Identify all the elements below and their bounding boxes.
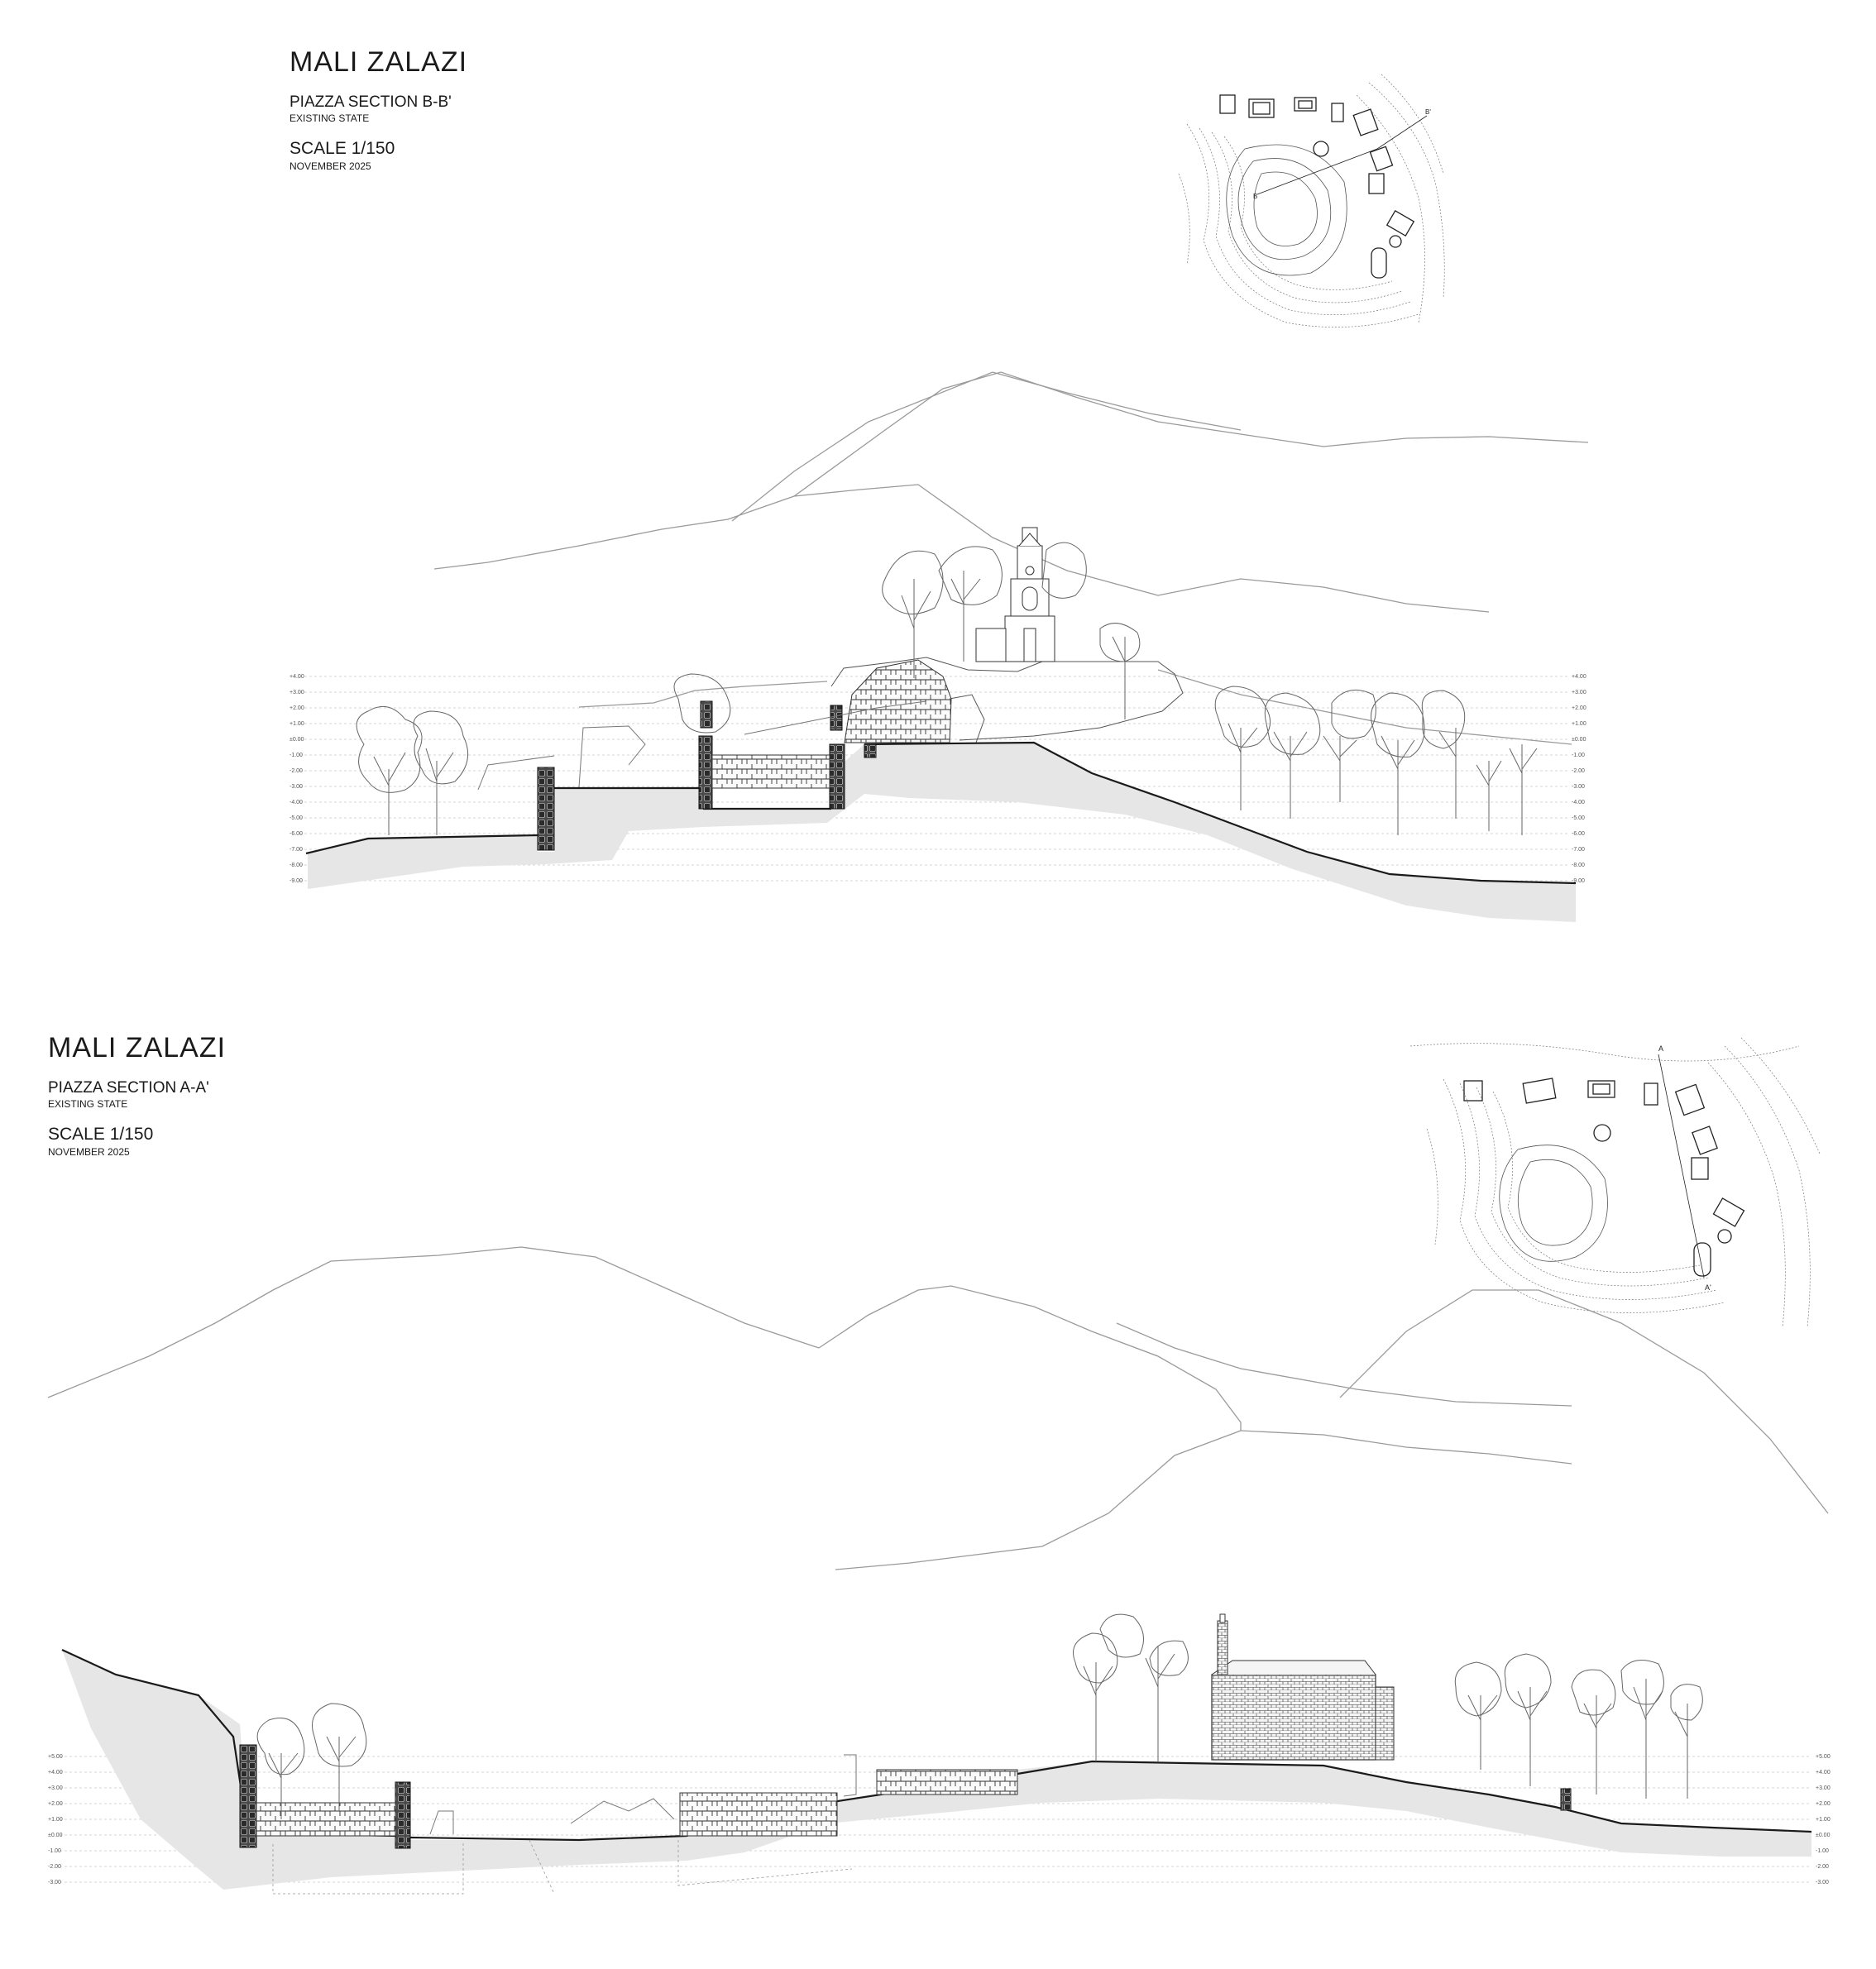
- level-label: +1.00: [48, 1817, 63, 1823]
- section-title: PIAZZA SECTION A-A': [48, 1079, 209, 1097]
- level-label: +3.00: [290, 690, 304, 695]
- stone-wall-elevation: [711, 754, 830, 789]
- level-label: -2.00: [48, 1864, 61, 1870]
- level-label: +3.00: [1816, 1785, 1831, 1791]
- section-title: PIAZZA SECTION B-B': [290, 93, 452, 111]
- drawing-state: EXISTING STATE: [48, 1098, 128, 1110]
- stone-building-elevation: [1211, 1613, 1395, 1761]
- level-label: -3.00: [48, 1880, 61, 1885]
- church-elevation: [975, 527, 1055, 662]
- level-label: -8.00: [290, 863, 303, 868]
- level-label: -8.00: [1572, 863, 1585, 868]
- level-label: +2.00: [290, 705, 304, 711]
- level-label: -2.00: [1816, 1864, 1829, 1870]
- retaining-wall: [239, 1744, 257, 1848]
- retaining-wall: [700, 700, 713, 729]
- level-labels-left-a: +5.00 +4.00 +3.00 +2.00 +1.00 ±0.00 -1.0…: [48, 1754, 63, 1885]
- level-label: -5.00: [290, 815, 303, 821]
- level-labels-right-b: +4.00 +3.00 +2.00 +1.00 ±0.00 -1.00 -2.0…: [1572, 674, 1586, 884]
- section-b-drawing: +4.00 +3.00 +2.00 +1.00 ±0.00 -1.00 -2.0…: [290, 371, 1589, 922]
- level-label: -6.00: [290, 831, 303, 837]
- retaining-wall: [395, 1781, 411, 1849]
- drawing-scale: SCALE 1/150: [48, 1125, 154, 1144]
- level-label: -3.00: [290, 784, 303, 790]
- level-label: -5.00: [1572, 815, 1585, 821]
- level-label: +4.00: [290, 674, 304, 680]
- retaining-wall: [830, 705, 843, 731]
- project-title: MALI ZALAZI: [48, 1032, 227, 1063]
- drawing-scale: SCALE 1/150: [290, 139, 395, 158]
- level-label: -1.00: [290, 753, 303, 758]
- level-label: ±0.00: [48, 1833, 63, 1838]
- stone-wall-elevation: [256, 1802, 396, 1837]
- level-label: -7.00: [1572, 847, 1585, 853]
- ground-profile-b: [305, 741, 1577, 885]
- section-a-drawing: +5.00 +4.00 +3.00 +2.00 +1.00 ±0.00 -1.0…: [47, 1246, 1831, 1895]
- level-label: +1.00: [1572, 721, 1586, 727]
- level-label: +4.00: [1816, 1770, 1831, 1775]
- level-label: -2.00: [290, 768, 303, 774]
- ground-mass-b: [308, 743, 1576, 922]
- level-label: +1.00: [290, 721, 304, 727]
- level-label: -9.00: [290, 878, 303, 884]
- retaining-wall: [829, 743, 845, 810]
- level-label: -1.00: [1816, 1848, 1829, 1854]
- title-block-section-a: MALI ZALAZI PIAZZA SECTION A-A' EXISTING…: [48, 1034, 226, 1157]
- mountain-silhouette-b: [433, 371, 1589, 745]
- trees-a: [256, 1613, 1703, 1819]
- svg-text:B: B: [1253, 193, 1257, 200]
- level-label: ±0.00: [1572, 737, 1586, 743]
- stone-ruin-elevation: [844, 659, 952, 743]
- ground-mass-a: [62, 1650, 1811, 1890]
- level-label: +2.00: [1816, 1801, 1831, 1807]
- level-label: -2.00: [1572, 768, 1585, 774]
- level-label: +3.00: [48, 1785, 63, 1791]
- level-label: +2.00: [1572, 705, 1586, 711]
- retaining-wall: [698, 735, 713, 810]
- level-label: -1.00: [48, 1848, 61, 1854]
- level-label: -6.00: [1572, 831, 1585, 837]
- level-label: -4.00: [290, 800, 303, 805]
- level-label: +3.00: [1572, 690, 1586, 695]
- level-label: +5.00: [48, 1754, 63, 1760]
- svg-text:A: A: [1658, 1044, 1663, 1053]
- level-label: ±0.00: [290, 737, 304, 743]
- key-plan-section-b: B B': [1178, 74, 1445, 327]
- trees-b: [356, 542, 1538, 835]
- drawing-date: NOVEMBER 2025: [48, 1146, 130, 1158]
- retaining-wall: [537, 767, 555, 851]
- level-label: -4.00: [1572, 800, 1585, 805]
- level-labels-left-b: +4.00 +3.00 +2.00 +1.00 ±0.00 -1.00 -2.0…: [290, 674, 304, 884]
- level-labels-right-a: +5.00 +4.00 +3.00 +2.00 +1.00 ±0.00 -1.0…: [1816, 1754, 1831, 1885]
- level-label: -1.00: [1572, 753, 1585, 758]
- level-label: +2.00: [48, 1801, 63, 1807]
- svg-text:A': A': [1705, 1283, 1711, 1292]
- stone-wall-elevation: [679, 1792, 838, 1837]
- key-plan-section-a: A A': [1410, 1037, 1821, 1328]
- level-label: +4.00: [1572, 674, 1586, 680]
- level-label: -3.00: [1816, 1880, 1829, 1885]
- mountain-silhouette-a: [47, 1246, 1829, 1570]
- drawing-state: EXISTING STATE: [290, 112, 370, 124]
- level-label: -3.00: [1572, 784, 1585, 790]
- level-label: +4.00: [48, 1770, 63, 1775]
- project-title: MALI ZALAZI: [290, 46, 468, 78]
- level-label: ±0.00: [1816, 1833, 1831, 1838]
- stone-wall-elevation: [876, 1769, 1018, 1795]
- retaining-wall: [1560, 1788, 1572, 1811]
- level-label: -9.00: [1572, 878, 1585, 884]
- title-block-section-b: MALI ZALAZI PIAZZA SECTION B-B' EXISTING…: [290, 48, 467, 171]
- drawing-date: NOVEMBER 2025: [290, 160, 371, 172]
- level-label: +1.00: [1816, 1817, 1831, 1823]
- level-label: -7.00: [290, 847, 303, 853]
- svg-text:B': B': [1425, 108, 1431, 116]
- level-label: +5.00: [1816, 1754, 1831, 1760]
- retaining-wall: [864, 743, 877, 758]
